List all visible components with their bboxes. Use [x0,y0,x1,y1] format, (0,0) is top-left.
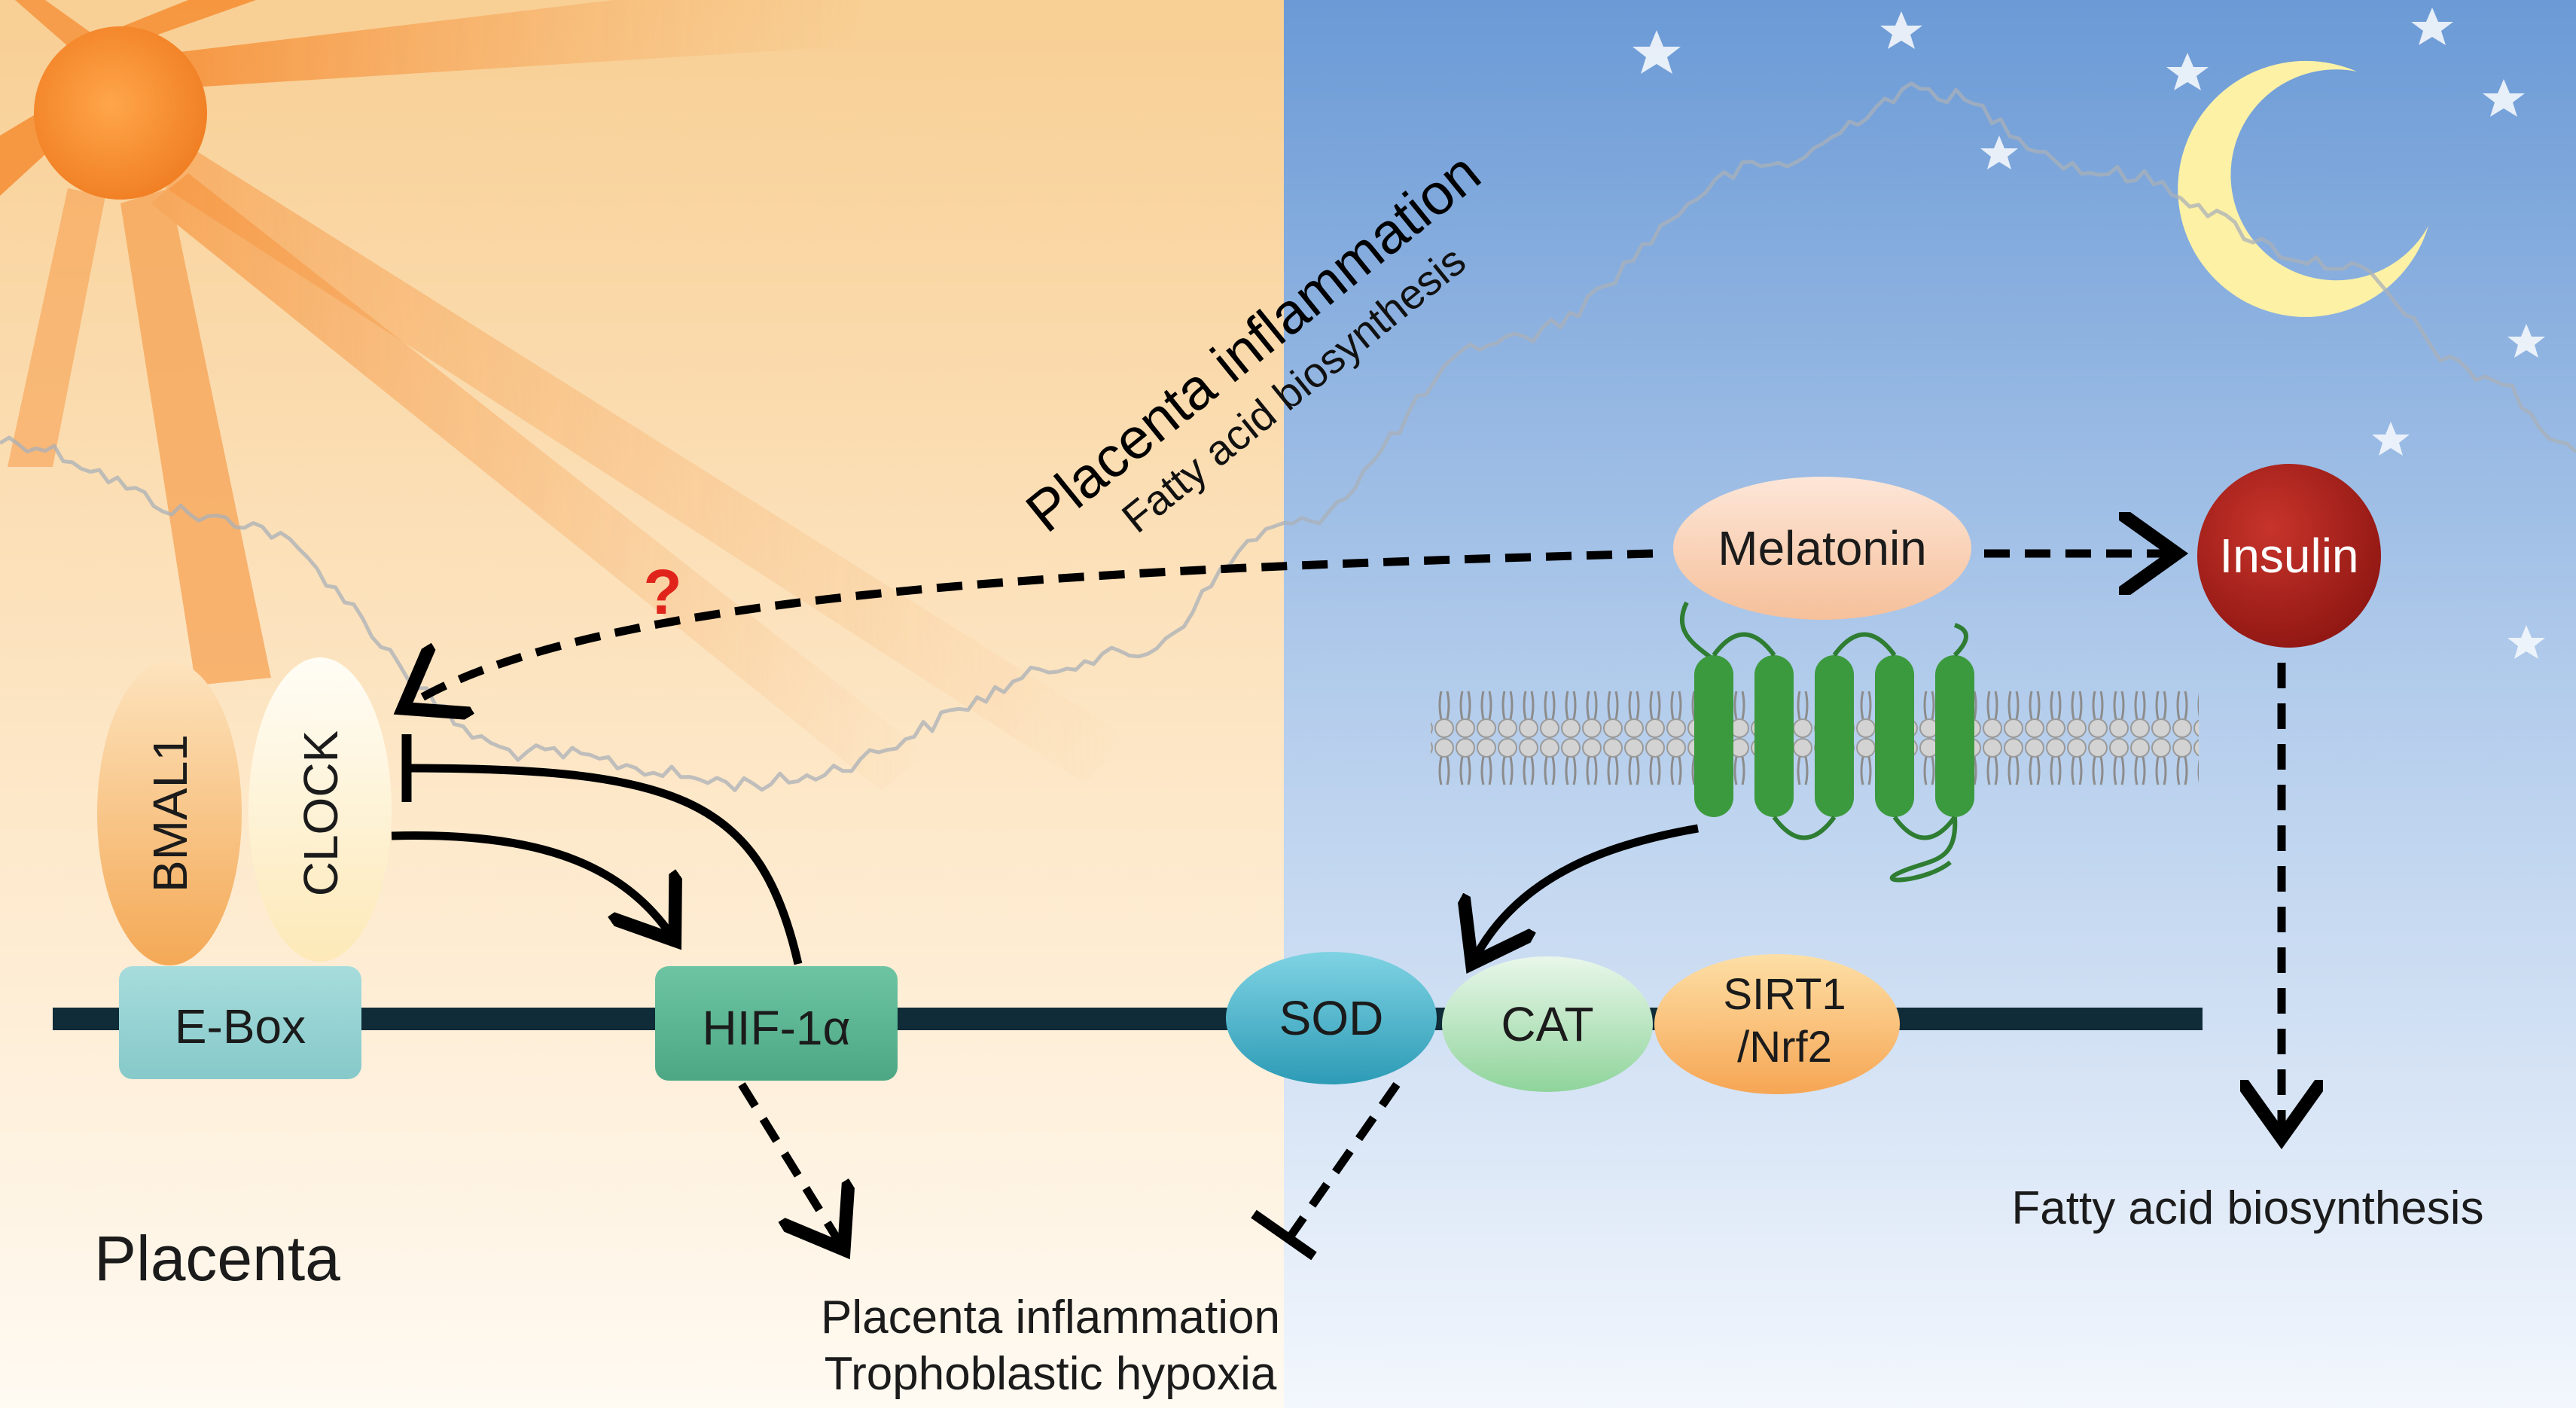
sod-inhibits-outcome [1288,1081,1401,1238]
sirt1-label-line1: SIRT1 [1723,970,1846,1019]
bmal1-protein: BMAL1 [97,661,242,965]
clock-label: CLOCK [294,730,348,897]
clock-to-hif-arrow [391,831,670,934]
cat-label: CAT [1501,997,1593,1051]
inhibition-bar-outcome [1251,1209,1317,1261]
insulin-outcome-label: Fatty acid biosynthesis [2011,1182,2483,1234]
melatonin-label: Melatonin [1718,521,1927,575]
outcome-line2: Trophoblastic hypoxia [825,1348,1277,1400]
moon [2178,60,2428,317]
ebox-element: E-Box [119,966,361,1079]
sod-label: SOD [1279,991,1384,1045]
hif1a-label: HIF-1α [703,1001,851,1055]
ebox-label: E-Box [175,999,306,1054]
bmal1-label: BMAL1 [143,734,197,892]
sod-protein: SOD [1226,952,1437,1084]
insulin-molecule: Insulin [2197,464,2381,648]
melatonin-receptor [1679,601,1974,883]
sirt1-nrf2-protein: SIRT1 /Nrf2 [1654,954,1900,1094]
hif-to-outcome-arrow [738,1082,840,1243]
question-mark: ? [643,557,681,627]
cat-protein: CAT [1442,956,1653,1092]
hif-inhibits-clock [406,764,803,965]
outcome-line1: Placenta inflammation [821,1292,1280,1343]
insulin-label: Insulin [2220,529,2359,583]
receptor-to-sod-arrow [1476,824,1699,956]
sun [34,26,207,200]
clock-protein: CLOCK [248,657,392,962]
melatonin-molecule: Melatonin [1673,477,1971,620]
placenta-label: Placenta [94,1223,340,1294]
melatonin-to-clock-arrow [410,549,1654,704]
sirt1-label-line2: /Nrf2 [1737,1023,1832,1072]
hif1a-element: HIF-1α [655,966,898,1081]
